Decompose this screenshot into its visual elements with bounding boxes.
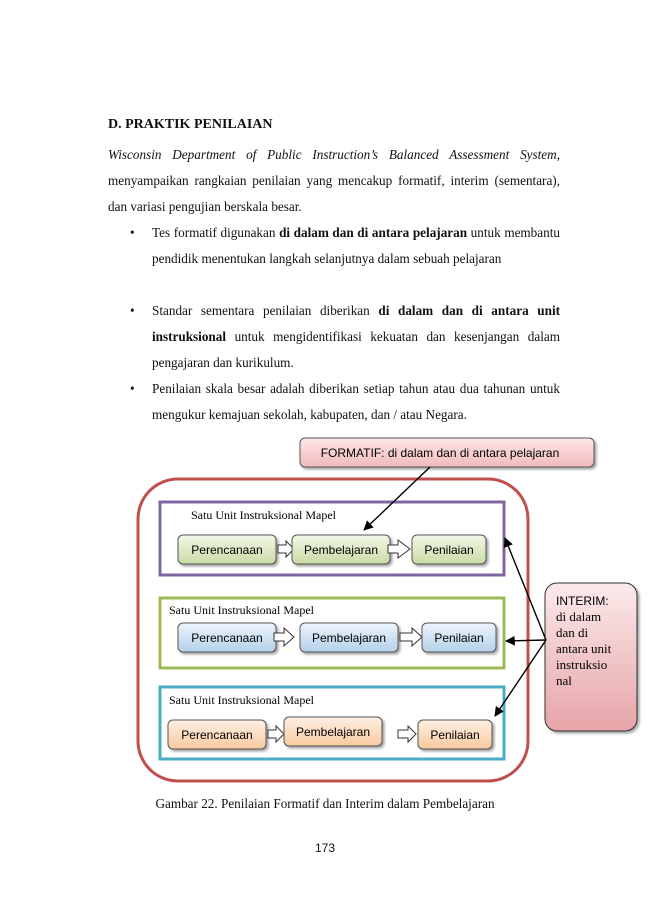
step-box bbox=[177, 534, 277, 565]
intro-italic: Wisconsin Department of Public Instructi… bbox=[108, 147, 557, 162]
bullet-text: untuk membantu pendidik menentukan langk… bbox=[152, 225, 560, 266]
step-box bbox=[417, 719, 493, 750]
step-penilaian-3: Penilaian bbox=[430, 728, 479, 742]
process-arrow-icon bbox=[397, 724, 417, 744]
interim-callout bbox=[544, 582, 638, 732]
step-pembelajaran-2: Pembelajaran bbox=[312, 631, 386, 645]
page-number: 173 bbox=[314, 841, 336, 855]
step-penilaian-2: Penilaian bbox=[434, 631, 483, 645]
step-perencanaan-1: Perencanaan bbox=[191, 543, 262, 557]
unit-title-1: Satu Unit Instruksional Mapel bbox=[191, 508, 337, 522]
outer-container bbox=[136, 477, 530, 783]
interim-line-2: di dalam bbox=[556, 609, 601, 624]
step-box bbox=[299, 622, 399, 653]
bullet-item-3: • Penilaian skala besar adalah diberikan… bbox=[130, 376, 560, 428]
formatif-label: FORMATIF: di dalam dan di antara pelajar… bbox=[321, 446, 560, 460]
process-arrow-icon bbox=[267, 724, 285, 744]
bullet-dot: • bbox=[130, 225, 135, 240]
interim-line-5: instruksio bbox=[556, 657, 607, 672]
unit-box-3 bbox=[158, 685, 506, 761]
interim-line-4: antara unit bbox=[556, 641, 612, 656]
interim-arrow-3 bbox=[494, 639, 547, 717]
formatif-callout bbox=[299, 437, 595, 468]
process-arrow-icon bbox=[277, 539, 295, 559]
step-pembelajaran-1: Pembelajaran bbox=[304, 543, 378, 557]
interim-arrow-1 bbox=[503, 537, 547, 641]
process-arrow-icon bbox=[399, 626, 423, 648]
bullet-item-1: • Tes formatif digunakan di dalam dan di… bbox=[130, 220, 560, 272]
interim-arrow-2 bbox=[505, 635, 547, 646]
step-box bbox=[421, 622, 497, 653]
intro-rest: , menyampaikan rangkaian penilaian yang … bbox=[108, 147, 560, 214]
process-arrow-icon bbox=[387, 539, 411, 559]
bullet-text: Penilaian skala besar adalah diberikan s… bbox=[152, 381, 560, 422]
bullet-dot: • bbox=[130, 303, 135, 318]
interim-line-3: dan di bbox=[556, 625, 589, 640]
formatif-arrow bbox=[363, 466, 431, 531]
unit-box-2 bbox=[158, 596, 506, 670]
bullet-dot: • bbox=[130, 381, 135, 396]
step-perencanaan-2: Perencanaan bbox=[191, 631, 262, 645]
process-arrow-icon bbox=[273, 626, 295, 648]
bullet-text: Standar sementara penilaian diberikan bbox=[152, 303, 379, 318]
bullet-text: Tes formatif digunakan bbox=[152, 225, 280, 240]
step-penilaian-1: Penilaian bbox=[424, 543, 473, 557]
intro-paragraph: Wisconsin Department of Public Instructi… bbox=[108, 142, 560, 220]
step-pembelajaran-3: Pembelajaran bbox=[296, 725, 370, 739]
unit-title-3: Satu Unit Instruksional Mapel bbox=[169, 693, 315, 707]
step-box bbox=[411, 534, 487, 565]
unit-title-2: Satu Unit Instruksional Mapel bbox=[169, 603, 315, 617]
section-heading: D. PRAKTIK PENILAIAN bbox=[108, 117, 273, 132]
bullet-bold: di dalam dan di antara pelajaran bbox=[279, 225, 468, 240]
step-box bbox=[167, 719, 267, 750]
bullet-text: untuk mengidentifikasi kekuatan dan kese… bbox=[152, 329, 560, 370]
figure-caption: Gambar 22. Penilaian Formatif dan Interi… bbox=[155, 796, 495, 811]
interim-line-1: INTERIM: bbox=[556, 594, 609, 608]
step-box bbox=[283, 716, 383, 747]
bullet-item-2: • Standar sementara penilaian diberikan … bbox=[130, 298, 560, 376]
bullet-bold: di dalam dan di antara unit instruksiona… bbox=[152, 303, 561, 344]
interim-line-6: nal bbox=[556, 673, 572, 688]
step-perencanaan-3: Perencanaan bbox=[181, 728, 252, 742]
